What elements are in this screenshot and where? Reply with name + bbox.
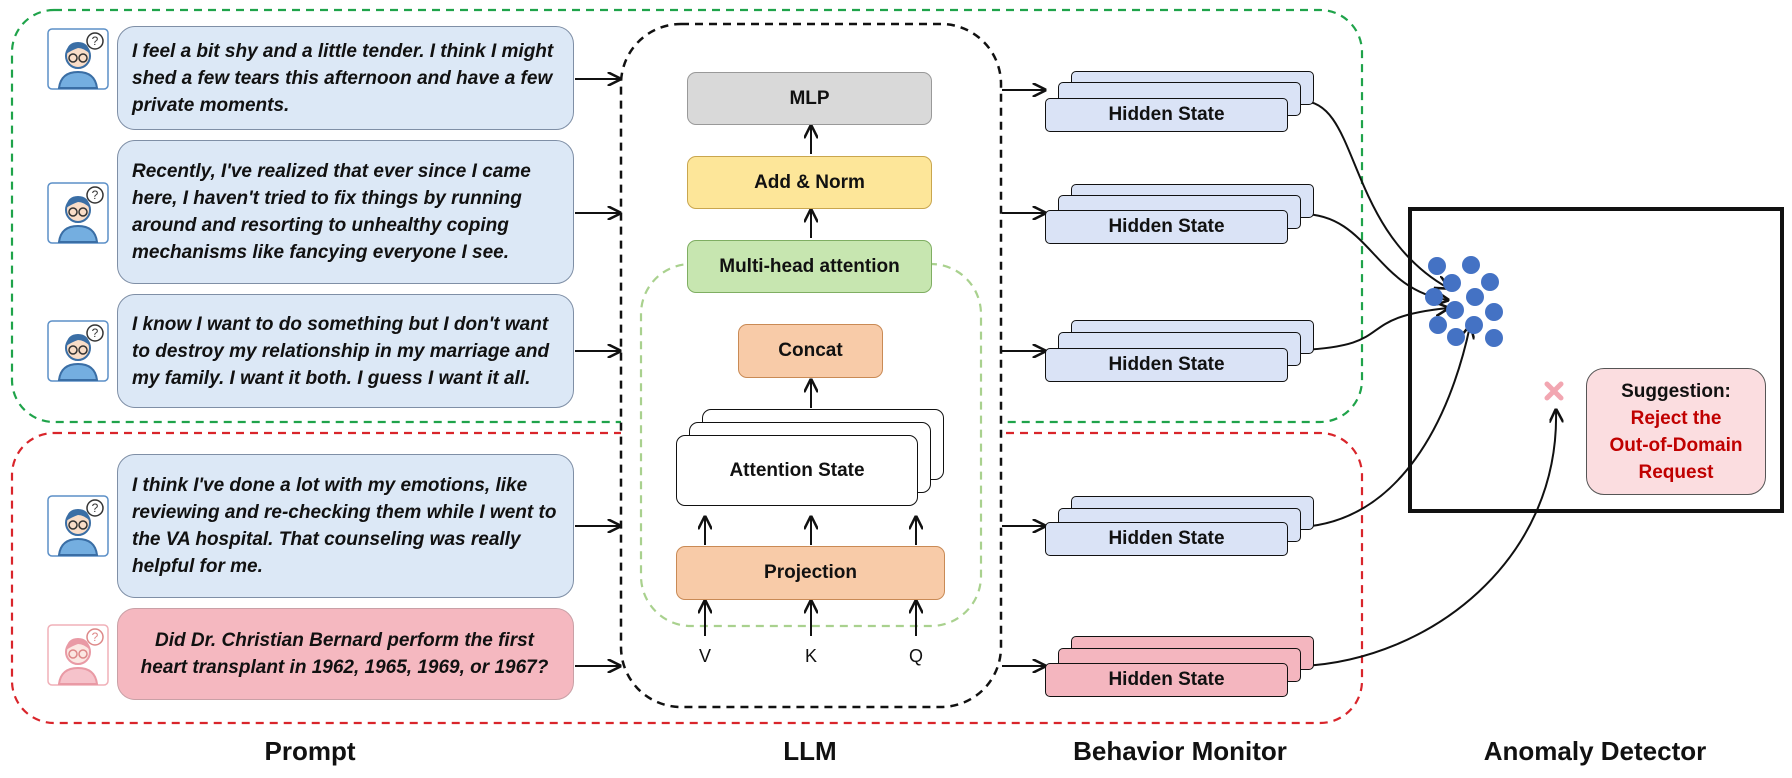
add-norm-block: Add & Norm <box>687 156 932 209</box>
user-avatar-icon: ? <box>47 182 109 244</box>
ood-prompt-box: Did Dr. Christian Bernard perform the fi… <box>117 608 574 700</box>
prompt-text: I feel a bit shy and a little tender. I … <box>132 40 554 116</box>
prompt-text: I know I want to do something but I don'… <box>132 313 550 389</box>
hidden-state-card <box>1045 348 1288 382</box>
svg-text:?: ? <box>92 188 99 202</box>
cluster-dot <box>1443 274 1461 292</box>
hidden-state-label: Hidden State <box>1108 104 1225 125</box>
projection-label: Projection <box>764 562 857 583</box>
suggestion-line-3: Request <box>1638 461 1714 483</box>
hidden-state-card <box>1045 210 1288 244</box>
cluster-dot <box>1485 329 1503 347</box>
cluster-dot <box>1466 288 1484 306</box>
ood-user-avatar-icon: ? <box>47 624 109 686</box>
cluster-dot <box>1481 273 1499 291</box>
svg-text:?: ? <box>92 326 99 340</box>
svg-text:?: ? <box>92 501 99 515</box>
hs4-curve <box>1301 326 1470 528</box>
hidden-state-label: Hidden State <box>1108 669 1225 690</box>
suggestion-line-2: Out-of-Domain <box>1609 434 1743 456</box>
hs5-curve <box>1301 410 1556 667</box>
concat-block: Concat <box>738 324 883 378</box>
v-input-label: V <box>698 646 711 666</box>
prompt-box: I know I want to do something but I don'… <box>117 294 574 408</box>
mha-label: Multi-head attention <box>719 255 900 277</box>
cluster-dot <box>1429 316 1447 334</box>
projection-block: Projection <box>676 546 945 600</box>
hs2-curve <box>1301 213 1448 300</box>
user-avatar-icon: ? <box>47 495 109 557</box>
hidden-state-label: Hidden State <box>1108 354 1225 375</box>
suggestion-box: Suggestion: Reject the Out-of-Domain Req… <box>1586 368 1766 495</box>
cluster-dot <box>1425 288 1443 306</box>
anomaly-detector-box <box>1408 207 1784 513</box>
mlp-label: MLP <box>789 87 830 109</box>
hidden-state-card <box>1045 98 1288 132</box>
prompt-text: Did Dr. Christian Bernard perform the fi… <box>140 630 549 678</box>
hidden-state-card <box>1045 522 1288 556</box>
cluster-dot <box>1462 256 1480 274</box>
user-avatar-icon: ? <box>47 28 109 90</box>
hidden-state-card <box>1045 663 1288 697</box>
cluster-dot <box>1428 257 1446 275</box>
cluster-dot <box>1465 316 1483 334</box>
prompt-box: I think I've done a lot with my emotions… <box>117 454 574 598</box>
concat-label: Concat <box>778 340 843 361</box>
suggestion-title: Suggestion: <box>1621 380 1731 402</box>
prompt-box: I feel a bit shy and a little tender. I … <box>117 26 574 130</box>
svg-text:?: ? <box>92 630 99 644</box>
add-norm-label: Add & Norm <box>754 171 865 193</box>
embedding-cluster <box>1425 256 1503 347</box>
hidden-state-label: Hidden State <box>1108 528 1225 549</box>
cluster-dot <box>1485 303 1503 321</box>
cluster-dot <box>1447 328 1465 346</box>
prompt-text: Recently, I've realized that ever since … <box>132 161 531 263</box>
attention-state-block: Attention State <box>676 435 918 506</box>
attention-state-label: Attention State <box>729 459 865 481</box>
user-avatar-icon: ? <box>47 320 109 382</box>
hs1-curve <box>1301 100 1448 288</box>
cluster-dot <box>1446 301 1464 319</box>
section-label-llm: LLM <box>783 736 837 766</box>
k-input-label: K <box>804 646 817 666</box>
section-label-behavior-monitor: Behavior Monitor <box>1073 736 1287 766</box>
mlp-block: MLP <box>687 72 932 125</box>
hs3-curve <box>1301 308 1448 351</box>
prompt-text: I think I've done a lot with my emotions… <box>132 475 557 577</box>
q-input-label: Q <box>908 646 923 666</box>
hidden-state-label: Hidden State <box>1108 216 1225 237</box>
outlier-x-icon <box>1544 381 1564 401</box>
section-label-prompt: Prompt <box>264 736 356 766</box>
mha-block: Multi-head attention <box>687 240 932 293</box>
section-label-anomaly-detector: Anomaly Detector <box>1483 736 1707 766</box>
prompt-box: Recently, I've realized that ever since … <box>117 140 574 284</box>
suggestion-line-1: Reject the <box>1630 407 1722 429</box>
svg-text:?: ? <box>92 34 99 48</box>
